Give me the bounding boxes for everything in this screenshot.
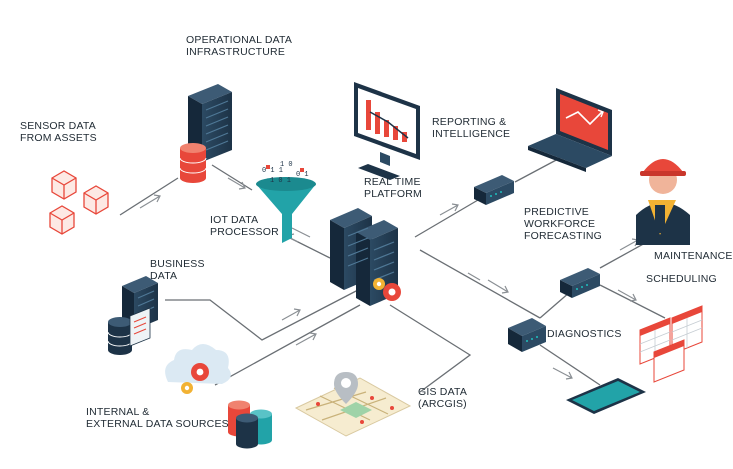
network-switch-icon: [560, 268, 600, 298]
line-switch2-to-sheet: [599, 284, 666, 319]
line-diag-to-switch2: [539, 291, 571, 319]
label-iot-processor: IOT DATA PROCESSOR: [210, 214, 279, 238]
label-sensor-data: SENSOR DATA FROM ASSETS: [20, 120, 97, 144]
svg-text:0 1 1: 0 1 1: [262, 167, 283, 175]
arrow-icon: [439, 203, 459, 216]
svg-text:0 1: 0 1: [296, 171, 309, 179]
arrow-icon: [291, 227, 311, 238]
svg-text:1 0 1: 1 0 1: [270, 177, 291, 185]
label-predictive-forecasting: PREDICTIVE WORKFORCE FORECASTING: [524, 206, 603, 242]
line-hub-to-router: [414, 199, 479, 238]
label-business-data: BUSINESS DATA: [150, 258, 205, 282]
database-icon: [107, 317, 133, 355]
map-icon: [294, 372, 412, 437]
label-reporting-intelligence: REPORTING & INTELLIGENCE: [432, 116, 511, 140]
database-icon: [179, 143, 207, 183]
line-diag-to-tablet: [539, 344, 601, 386]
label-gis-data: GIS DATA (ARCGIS): [418, 386, 468, 410]
database-icon: [228, 400, 272, 449]
line-router-to-laptop: [514, 157, 561, 183]
funnel-icon: 0 1 11 00 1 1 0 1: [256, 161, 316, 243]
label-operational-infrastructure: OPERATIONAL DATA INFRASTRUCTURE: [186, 34, 293, 58]
network-switch-icon: [474, 175, 514, 205]
label-maintenance: MAINTENANCE: [654, 250, 733, 262]
label-scheduling: SCHEDULING: [646, 273, 717, 285]
svg-text:1 0: 1 0: [280, 161, 293, 169]
line-infra-to-iot: [211, 164, 253, 191]
tablet-icon: [566, 376, 646, 414]
gears-icon: [373, 278, 401, 301]
laptop-chart-icon: [528, 88, 612, 172]
server-rack-icon: [107, 276, 158, 355]
cube-icon: [83, 185, 109, 215]
arrow-icon: [487, 279, 509, 294]
arrow-icon: [552, 367, 573, 380]
gears-icon: [181, 363, 209, 394]
document-icon: [129, 307, 151, 347]
arrow-icon: [227, 177, 246, 190]
spreadsheet-icon: [639, 305, 703, 383]
cube-icon: [51, 170, 77, 200]
monitor-chart-icon: [354, 82, 420, 180]
label-diagnostics: DIAGNOSTICS: [547, 328, 622, 340]
label-real-time-platform: REAL TIME PLATFORM: [364, 176, 422, 200]
arrow-icon: [467, 272, 481, 281]
label-data-sources: INTERNAL & EXTERNAL DATA SOURCES: [86, 406, 229, 430]
worker-hardhat-icon: [636, 159, 690, 245]
server-rack-icon: [179, 84, 232, 183]
server-rack-icon: [330, 208, 401, 306]
arrow-icon: [139, 194, 161, 209]
line-business-to-hub: [165, 289, 359, 341]
arrow-icon: [281, 308, 301, 321]
arrows: [139, 177, 639, 380]
arrow-icon: [295, 332, 317, 346]
map-pin-icon: [334, 372, 358, 404]
line-hub-to-diagnostics: [419, 249, 541, 319]
network-switch-icon: [508, 318, 546, 352]
arrow-icon: [617, 289, 637, 302]
sensor-cubes: [49, 170, 109, 235]
line-sensor-to-infra: [119, 177, 179, 216]
line-sources-to-hub: [214, 304, 361, 386]
cloud-icon: [165, 344, 231, 394]
cube-icon: [49, 205, 75, 235]
connection-lines: [119, 157, 666, 393]
line-gis-to-hub: [389, 304, 472, 393]
